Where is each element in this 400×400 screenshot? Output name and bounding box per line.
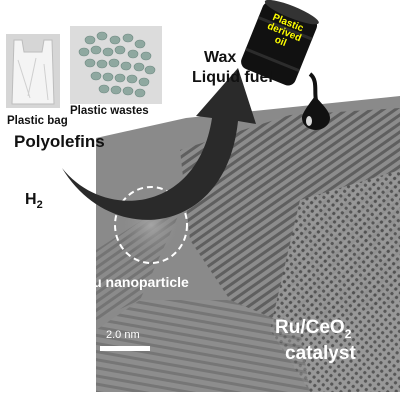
ru-nanoparticle-label: Ru nanoparticle	[83, 274, 189, 290]
catalyst-label-line-2: catalyst	[285, 343, 356, 364]
tem-image	[96, 96, 400, 392]
tem-lower-lattice-region	[96, 300, 310, 392]
catalyst-formula: Ru/CeO	[275, 317, 345, 338]
tem-ceo2-lattice-region-2	[270, 170, 400, 392]
oil-barrel-icon	[241, 0, 319, 86]
hydrogen-symbol: H	[25, 191, 37, 208]
process-arrow	[62, 68, 256, 220]
liquid-fuel-label: Liquid fuel	[192, 69, 273, 86]
catalyst-label-line-1: Ru/CeO2	[275, 318, 351, 340]
plastic-bag-photo	[6, 34, 60, 108]
hydrogen-subscript: 2	[36, 199, 43, 212]
plastic-wastes-photo	[70, 26, 162, 104]
oil-drop-highlight	[306, 116, 312, 126]
plastic-wastes-label: Plastic wastes	[70, 105, 149, 117]
hydrogen-label: H2	[25, 192, 43, 211]
oil-drop-icon	[302, 96, 330, 130]
wax-label: Wax	[204, 49, 237, 66]
curved-arrow	[62, 68, 256, 220]
nanoparticle-dashed-circle	[114, 186, 188, 264]
scale-bar	[100, 346, 150, 351]
polyolefins-label: Polyolefins	[14, 132, 105, 151]
oil-stream	[308, 72, 318, 101]
plastic-bag-label: Plastic bag	[7, 115, 68, 127]
catalyst-formula-subscript: 2	[344, 326, 352, 341]
scale-bar-label: 2.0 nm	[106, 329, 140, 341]
